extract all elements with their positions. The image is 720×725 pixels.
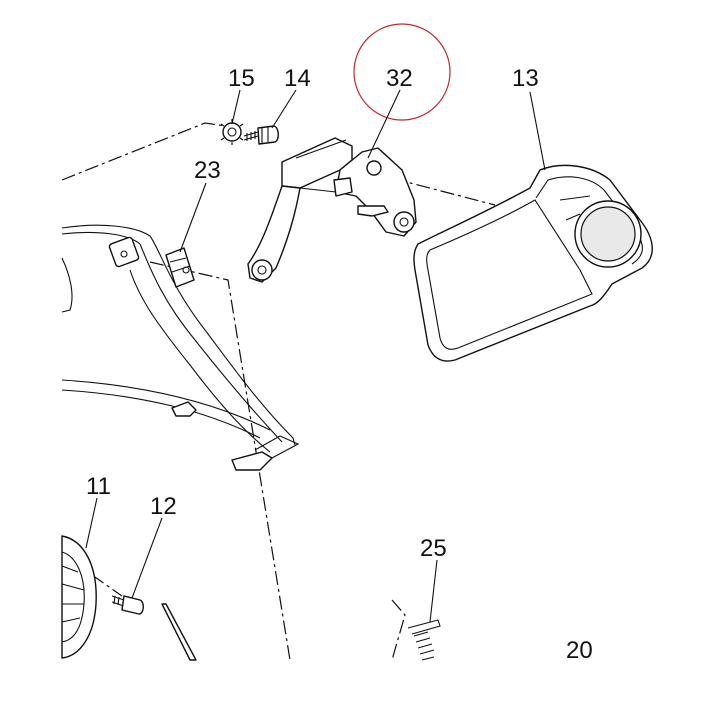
pin	[161, 603, 197, 661]
callout-25: 25	[420, 535, 447, 562]
callout-12: 12	[150, 493, 177, 520]
part-12-screw	[111, 595, 144, 615]
callout-14: 14	[284, 65, 311, 92]
part-23-clip	[165, 247, 195, 288]
callout-15: 15	[228, 65, 255, 92]
callout-32: 32	[386, 65, 413, 92]
callout-20: 20	[566, 637, 593, 664]
leader-lines	[85, 89, 546, 623]
part-11-cover	[61, 535, 97, 659]
callout-13: 13	[512, 65, 539, 92]
callout-11: 11	[86, 473, 111, 500]
part-14-bolt	[243, 125, 279, 145]
callout-labels: 15 14 32 13 23 11 12 25 20	[86, 65, 593, 664]
part-32-bracket	[247, 137, 417, 283]
highlight-circle	[353, 23, 451, 121]
part-13-display	[413, 164, 653, 362]
callout-23: 23	[194, 157, 221, 184]
part-25-spring	[407, 619, 441, 661]
